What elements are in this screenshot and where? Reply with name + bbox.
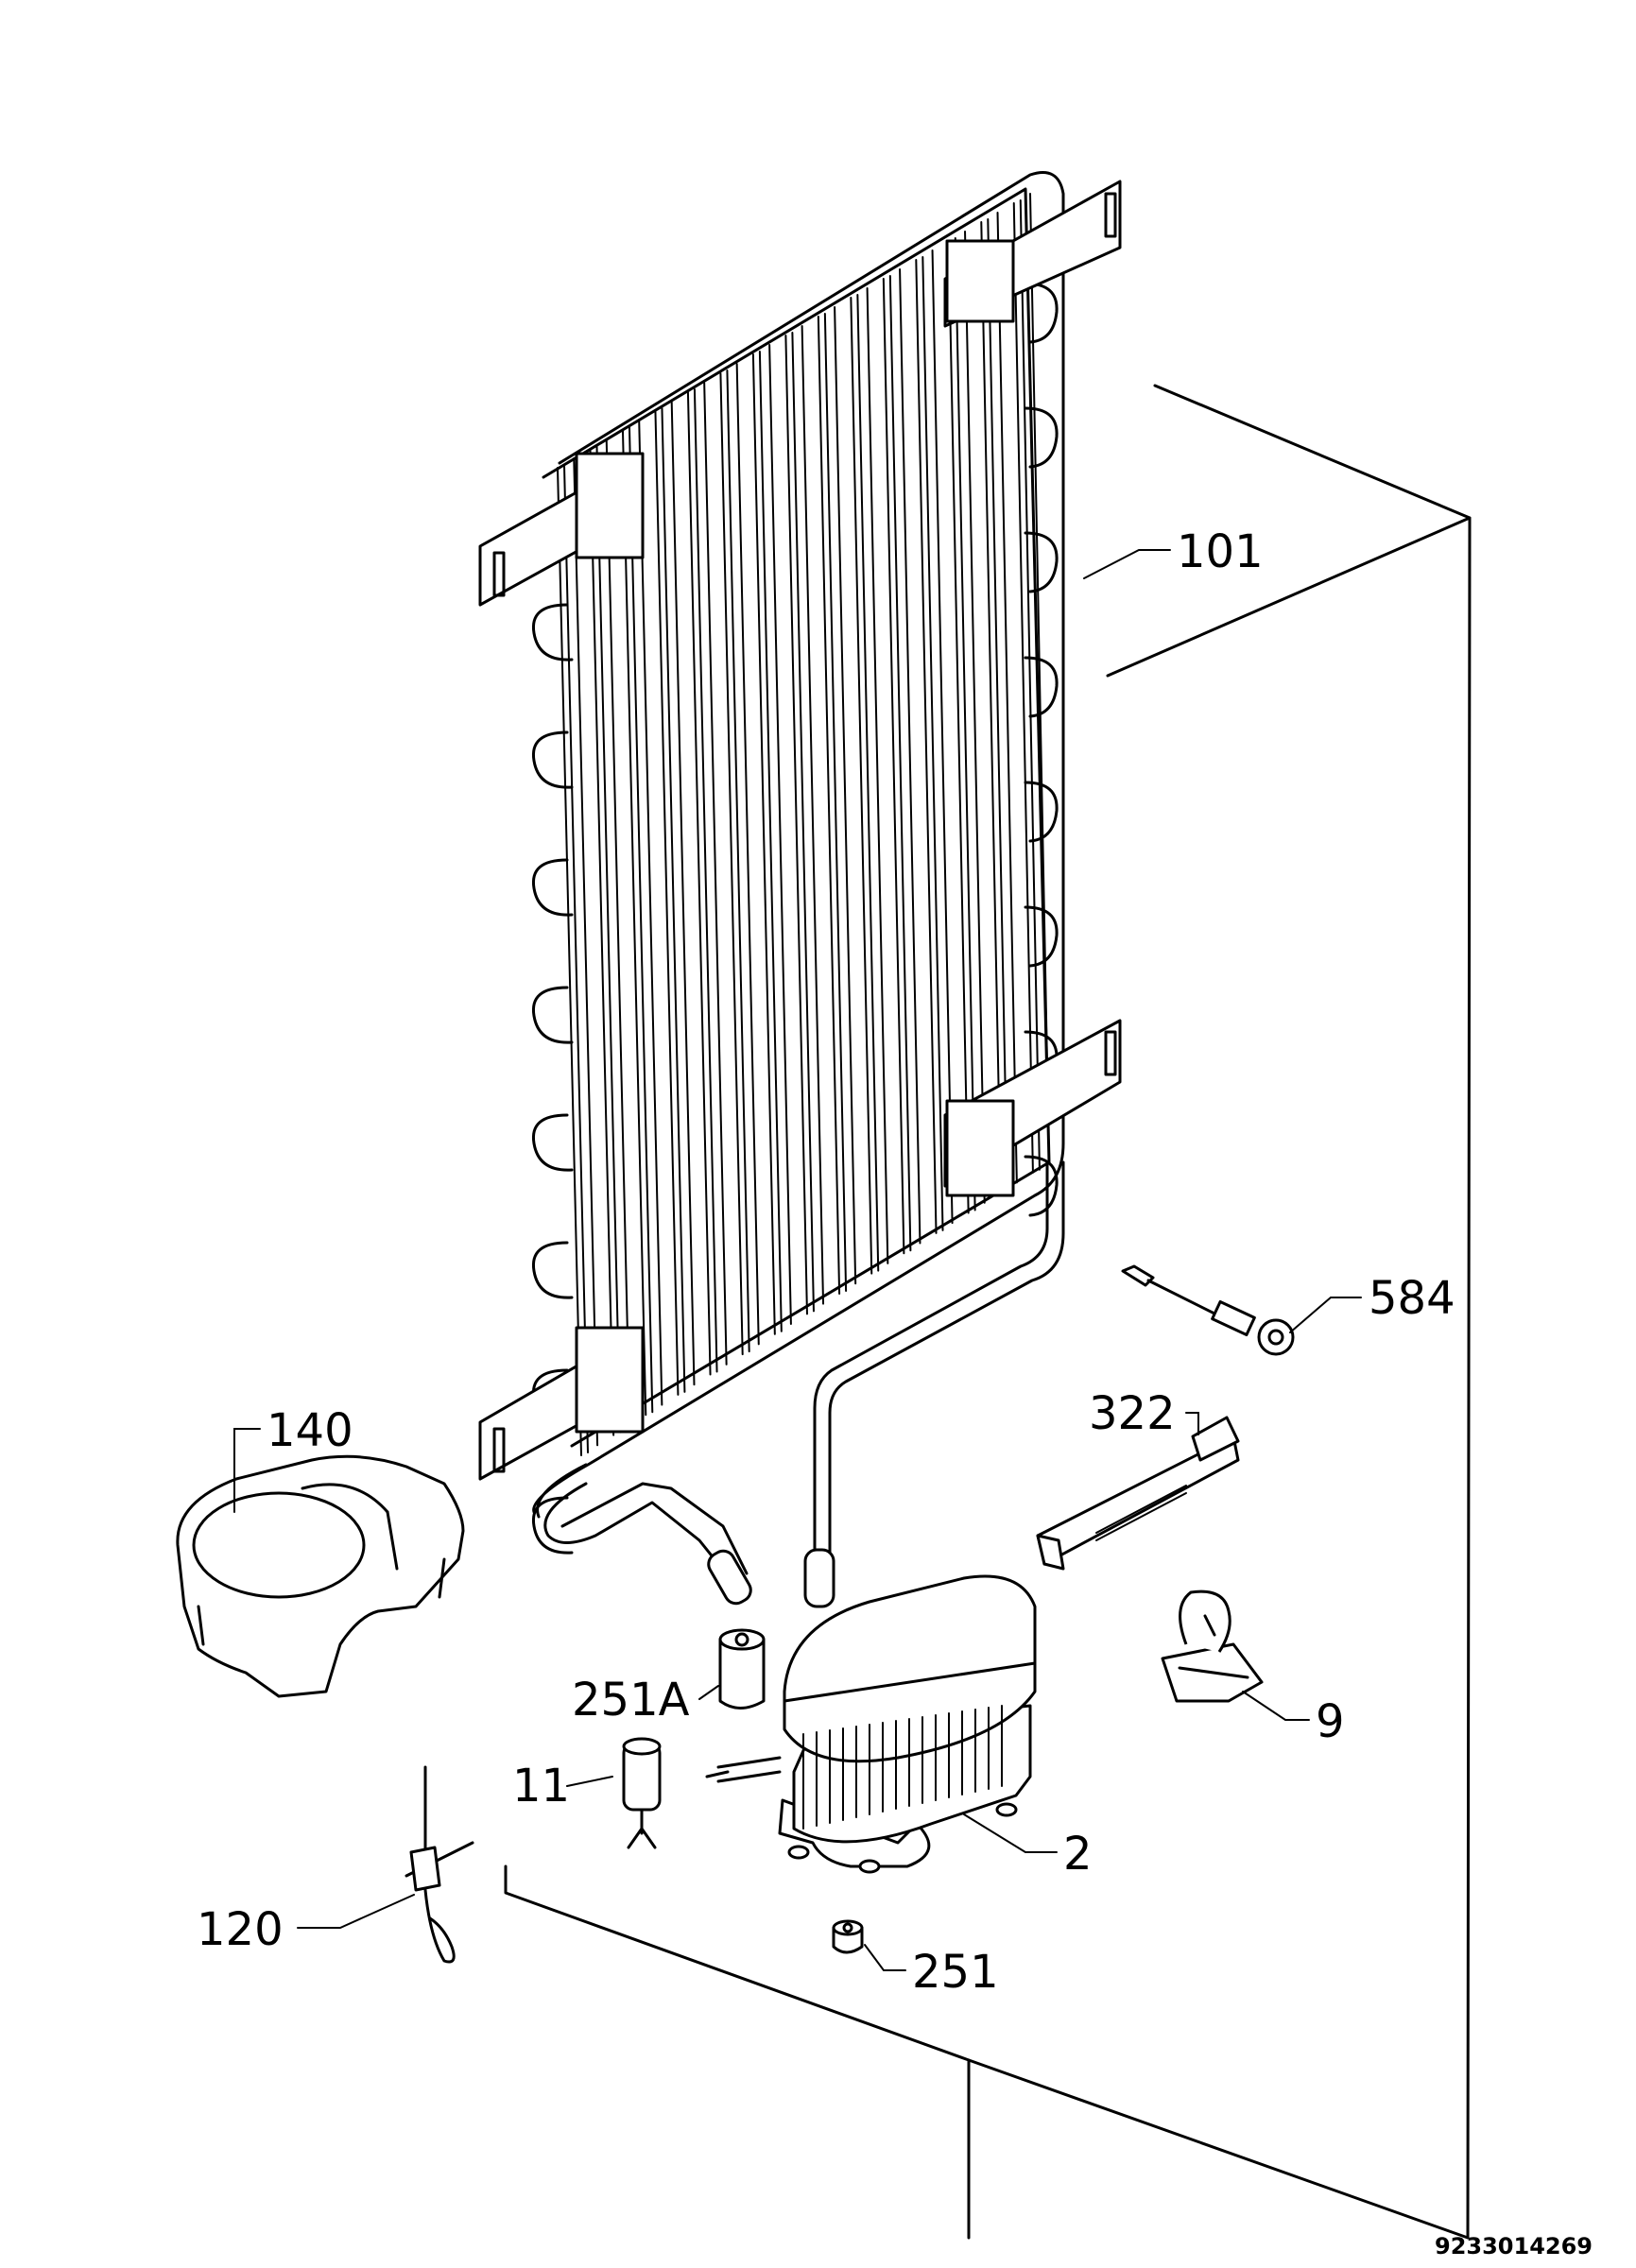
- condenser-bracket-top-right: [943, 180, 1122, 328]
- condenser-loop: [1024, 531, 1059, 593]
- label-2: 2: [1063, 1828, 1093, 1881]
- part-322: [1036, 1416, 1240, 1571]
- condenser-tube: [589, 448, 615, 1436]
- condenser-tube: [638, 420, 663, 1406]
- label-101: 101: [1177, 525, 1264, 578]
- condenser-tube: [595, 445, 622, 1434]
- condenser-loop: [531, 1113, 574, 1172]
- condenser-tube: [557, 467, 582, 1456]
- condenser-tube: [866, 287, 889, 1264]
- condenser-tube: [980, 221, 1002, 1194]
- condenser-tube: [784, 335, 808, 1315]
- condenser-loop: [1024, 282, 1059, 344]
- condenser-tube: [670, 401, 696, 1386]
- label-11: 11: [512, 1760, 570, 1813]
- condenser-tube: [791, 332, 815, 1313]
- condenser-tube: [693, 388, 718, 1373]
- leader-322: [1185, 1412, 1199, 1435]
- condenser-tube: [605, 438, 631, 1426]
- condenser-tube: [735, 363, 760, 1346]
- part-584: [1121, 1264, 1295, 1356]
- leader-251: [864, 1944, 906, 1971]
- part-251a: [718, 1628, 766, 1710]
- condenser-tube: [1029, 193, 1050, 1163]
- condenser-loop: [1024, 656, 1059, 718]
- condenser-tube: [915, 259, 938, 1234]
- condenser-tube: [888, 275, 912, 1252]
- condenser-loop: [531, 730, 574, 789]
- condenser-tube: [996, 212, 1018, 1184]
- condenser-loop: [531, 603, 574, 662]
- condenser-tube: [921, 256, 944, 1231]
- condenser-tube: [964, 231, 986, 1204]
- condenser-tube-grid: [557, 193, 1050, 1456]
- label-322: 322: [1089, 1387, 1176, 1440]
- condenser-tube: [726, 369, 750, 1353]
- condenser-tube: [719, 372, 744, 1356]
- leader-101: [1083, 549, 1171, 579]
- label-140: 140: [267, 1404, 353, 1457]
- condenser-loop: [531, 986, 574, 1044]
- condenser-tube: [882, 278, 905, 1255]
- condenser-101: [478, 171, 1122, 1608]
- leader-9: [1242, 1691, 1310, 1721]
- label-9: 9: [1316, 1695, 1345, 1748]
- condenser-tube: [899, 268, 921, 1245]
- condenser-loop: [1024, 406, 1059, 469]
- condenser-tube: [1019, 199, 1041, 1171]
- leader-584: [1289, 1297, 1362, 1333]
- condenser-tube: [987, 218, 1008, 1192]
- condenser-tube: [751, 353, 776, 1335]
- condenser-tube: [654, 410, 680, 1396]
- leader-11: [566, 1776, 613, 1787]
- condenser-bracket-bottom-right: [943, 1019, 1122, 1197]
- condenser-tube: [801, 325, 825, 1305]
- leader-2: [963, 1813, 1058, 1853]
- diagram-reference-number: 9233014269: [1435, 2233, 1593, 2259]
- part-251: [832, 1919, 864, 1954]
- condenser-tube: [823, 313, 848, 1292]
- leader-251a: [698, 1685, 719, 1700]
- label-584: 584: [1369, 1272, 1455, 1325]
- label-120: 120: [197, 1903, 284, 1956]
- label-251: 251: [912, 1946, 999, 1999]
- condenser-loop: [531, 858, 574, 917]
- condenser-tube: [628, 426, 654, 1414]
- condenser-tube: [1012, 202, 1034, 1174]
- condenser-tube: [621, 429, 647, 1417]
- part-9: [1161, 1589, 1264, 1703]
- condenser-tube: [954, 237, 976, 1211]
- part-140-drip-tray: [176, 1454, 465, 1698]
- condenser-tube: [834, 306, 857, 1285]
- condenser-tube: [947, 240, 970, 1214]
- part-2-compressor: [705, 1574, 1037, 1874]
- condenser-tube: [931, 249, 954, 1225]
- condenser-tube: [817, 316, 841, 1295]
- condenser-loop: [531, 1241, 574, 1299]
- cabinet-outline: [504, 384, 1472, 2240]
- condenser-tube: [768, 344, 792, 1326]
- leader-140: [233, 1428, 261, 1513]
- leader-120: [297, 1894, 415, 1929]
- condenser-tube: [758, 351, 783, 1332]
- condenser-bracket-bottom-left: [478, 1326, 645, 1481]
- condenser-tube: [703, 382, 728, 1366]
- condenser-loop: [1024, 781, 1059, 843]
- condenser-tube: [661, 407, 686, 1393]
- label-251a: 251A: [572, 1674, 690, 1727]
- condenser-loop: [1024, 1155, 1059, 1217]
- condenser-tube: [686, 391, 712, 1376]
- part-120: [405, 1765, 474, 1964]
- condenser-tube: [563, 464, 589, 1453]
- condenser-tube: [573, 457, 599, 1447]
- condenser-loop: [531, 1496, 574, 1555]
- condenser-tube: [850, 297, 873, 1275]
- part-11: [622, 1737, 662, 1849]
- condenser-tube: [856, 294, 880, 1272]
- condenser-loop: [1024, 905, 1059, 968]
- condenser-bracket-top-left: [478, 452, 645, 607]
